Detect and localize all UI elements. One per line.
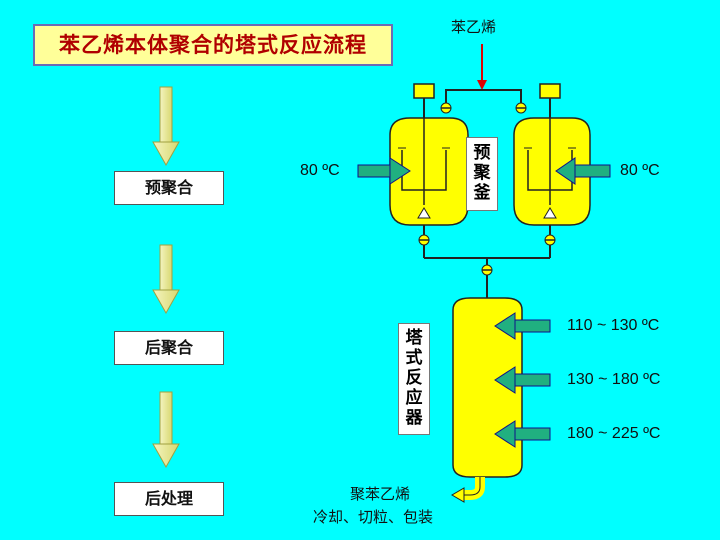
temp-pre-right: 80 ºC — [620, 162, 660, 179]
temp-zone-1: 110 ~ 130 ºC — [567, 317, 660, 334]
stage-prepolymerization: 预聚合 — [114, 171, 224, 205]
pre-reactor-label: 预 聚 釜 — [466, 137, 498, 211]
feed-label: 苯乙烯 — [451, 18, 497, 36]
page-title: 苯乙烯本体聚合的塔式反应流程 — [59, 33, 367, 57]
heat-arrow-pre-left — [357, 157, 411, 185]
tower-label-char: 反 — [405, 368, 423, 388]
temp-zone-3: 180 ~ 225 ºC — [567, 425, 661, 442]
feed-pipe — [445, 89, 522, 108]
feed-arrow — [477, 44, 487, 90]
flow-arrow-1 — [152, 86, 180, 167]
motor-left-icon — [413, 83, 435, 99]
tower-label-char: 应 — [405, 388, 423, 408]
pre-reactor-right — [513, 83, 591, 258]
pre-reactor-label-char: 聚 — [473, 163, 491, 183]
heat-arrow-zone-3 — [494, 420, 551, 448]
heat-arrow-zone-2 — [494, 366, 551, 394]
tower-label-char: 塔 — [405, 328, 423, 348]
flow-arrow-3 — [152, 391, 180, 469]
flow-arrow-2 — [152, 244, 180, 315]
product-processing-label: 冷却、切粒、包装 — [313, 508, 434, 526]
product-label: 聚苯乙烯 — [350, 485, 411, 503]
temp-pre-left: 80 ºC — [300, 162, 340, 179]
pre-reactor-left — [389, 83, 469, 258]
title-box: 苯乙烯本体聚合的塔式反应流程 — [33, 24, 393, 66]
stage-posttreatment: 后处理 — [114, 482, 224, 516]
pre-reactor-label-char: 预 — [473, 143, 491, 163]
motor-right-icon — [539, 83, 561, 99]
heat-arrow-pre-right — [555, 157, 611, 185]
tower-reactor-label: 塔 式 反 应 器 — [398, 323, 430, 435]
stage-postpolymerization: 后聚合 — [114, 331, 224, 365]
temp-zone-2: 130 ~ 180 ºC — [567, 371, 661, 388]
pre-reactor-label-char: 釜 — [473, 183, 491, 203]
tower-label-char: 器 — [405, 408, 423, 428]
heat-arrow-zone-1 — [494, 312, 551, 340]
tower-label-char: 式 — [405, 348, 423, 368]
